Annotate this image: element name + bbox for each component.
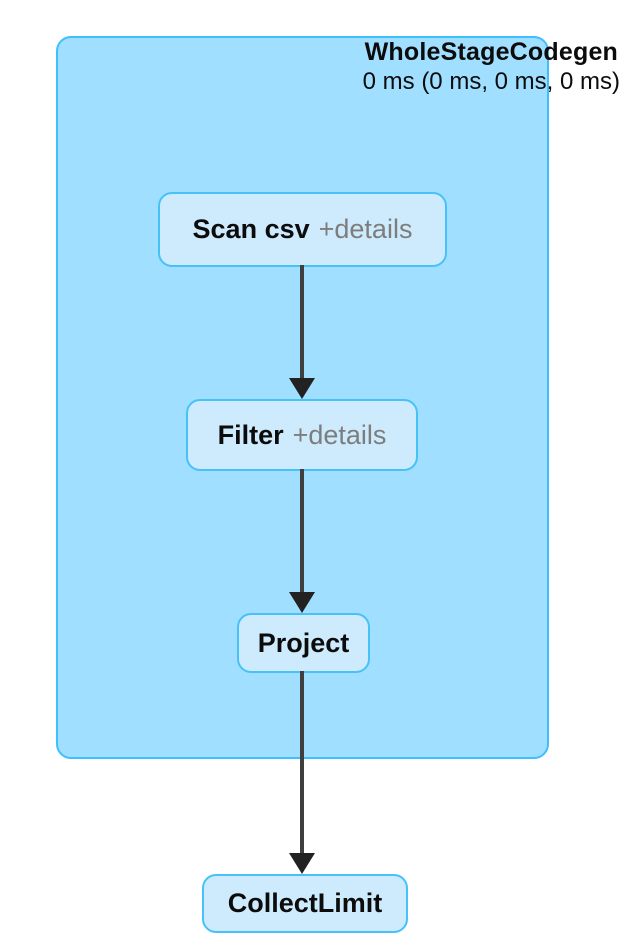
node-collectlimit-label: CollectLimit [227, 888, 383, 918]
edge-filter-to-project [300, 469, 304, 595]
node-scan-csv: Scan csv +details [158, 192, 447, 267]
node-filter-label: Filter [217, 419, 284, 450]
cluster-title: WholeStageCodegen [364, 38, 619, 66]
arrow-down-icon [289, 592, 315, 613]
node-project-label: Project [257, 627, 350, 658]
arrow-down-icon [289, 378, 315, 399]
cluster-timing: 0 ms (0 ms, 0 ms, 0 ms) [362, 68, 620, 95]
node-project: Project [237, 613, 370, 673]
edge-scan-to-filter [300, 265, 304, 381]
node-filter: Filter +details [186, 399, 418, 471]
edge-project-to-collectlimit [300, 671, 304, 856]
arrow-down-icon [289, 853, 315, 874]
node-collectlimit: CollectLimit [202, 874, 408, 933]
cluster-label: WholeStageCodegen 0 ms (0 ms, 0 ms, 0 ms… [363, 38, 620, 96]
node-scan-csv-label: Scan csv [192, 214, 310, 244]
scan-csv-details-link[interactable]: +details [318, 214, 413, 244]
filter-details-link[interactable]: +details [292, 419, 387, 450]
